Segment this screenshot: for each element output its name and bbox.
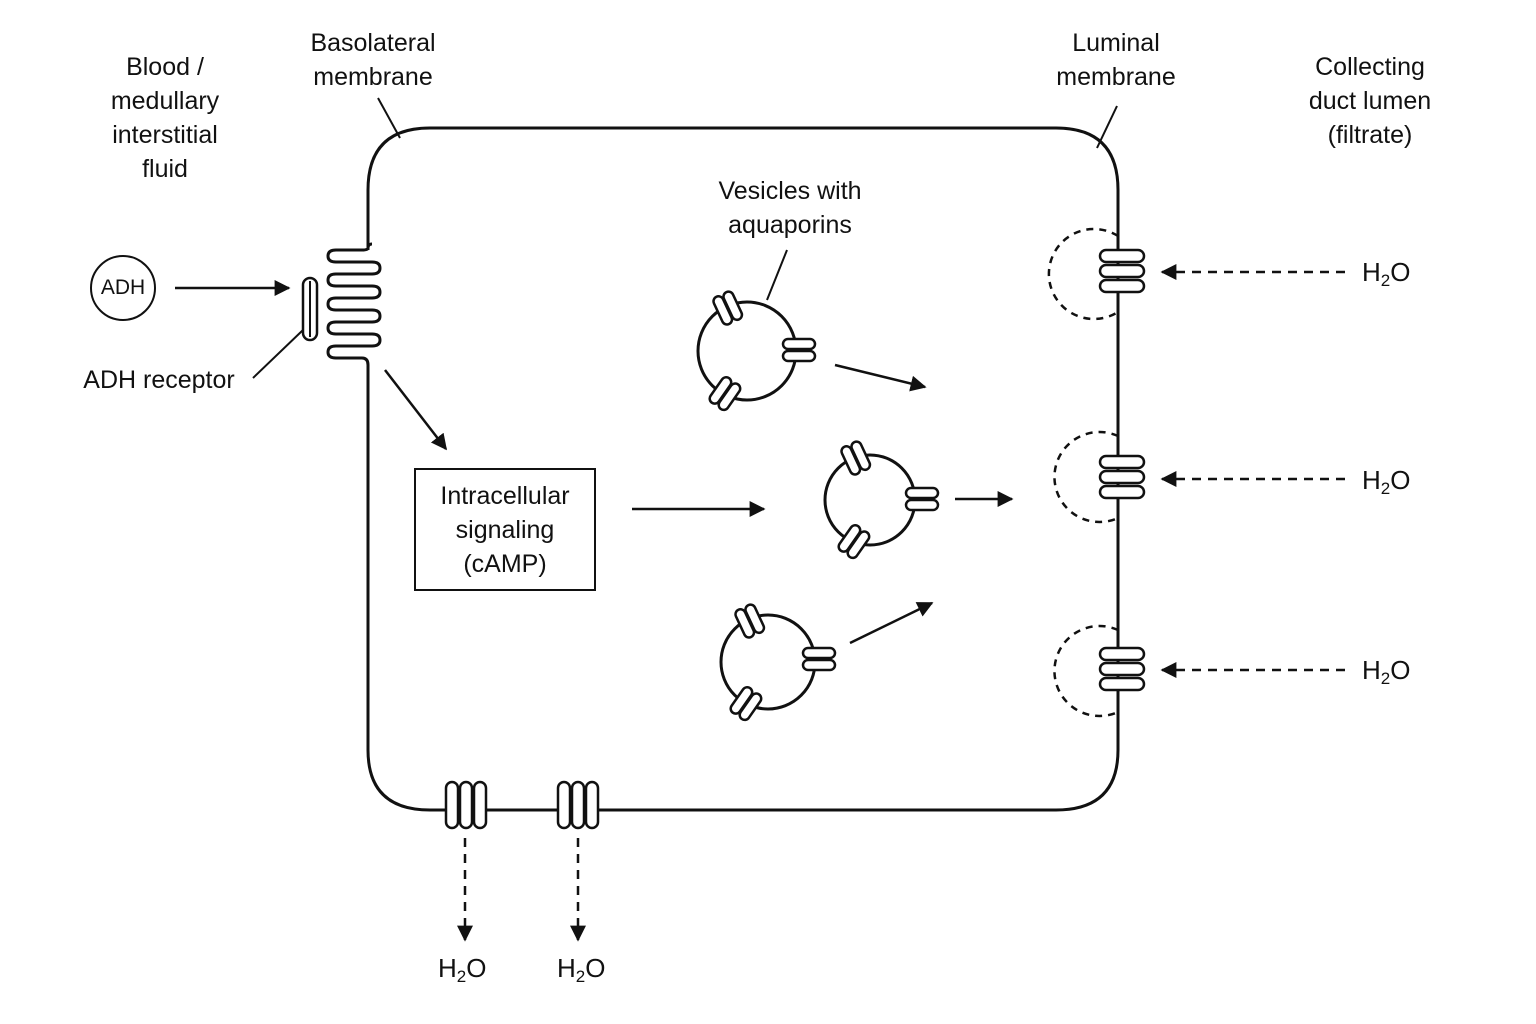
water-o: O [466,953,487,983]
luminal-label-line2: membrane [1056,63,1176,91]
water-o: O [1390,655,1411,685]
vesicle1-move-arrow [834,363,927,392]
vesicles-label-line2: aquaporins [728,211,852,239]
lumen-label-line1: Collecting [1315,53,1425,81]
water-sub: 2 [456,967,467,986]
water-sub: 2 [1380,479,1391,498]
luminal-aquaporin-1 [1047,227,1146,321]
luminal-aquaporin-2 [1053,430,1146,524]
water-o: O [585,953,606,983]
water-label-blood-2: H2O [557,953,605,987]
blood-label-line3: interstitial [112,121,218,149]
blood-label-line2: medullary [110,87,220,115]
lumen-label-line3: (filtrate) [1327,121,1413,149]
lumen-label: Collecting duct lumen (filtrate) [1290,50,1450,152]
blood-label-line4: fluid [142,155,188,183]
vesicles-label: Vesicles with aquaporins [700,174,880,242]
signaling-line3: (cAMP) [463,549,547,578]
water-h: H [1362,465,1381,495]
vesicle-3 [719,603,837,722]
vesicle3-move-arrow [849,601,934,645]
blood-label-line1: Blood / [126,53,204,81]
water-h: H [438,953,457,983]
water-o: O [1390,257,1411,287]
basolateral-label-line1: Basolateral [310,29,436,57]
water-sub: 2 [575,967,586,986]
basolateral-leader [377,97,401,139]
adh-hormone-label: ADH [100,276,146,299]
signaling-line1: Intracellular [440,481,570,510]
basolateral-label-line2: membrane [313,63,433,91]
basolateral-folds-path [326,247,382,366]
luminal-label-line1: Luminal [1072,29,1160,57]
water-sub: 2 [1380,271,1391,290]
signaling-box: Intracellular signaling (cAMP) [414,468,596,591]
basolateral-aquaporin-1 [444,780,488,830]
basolateral-label: Basolateral membrane [293,26,453,94]
adh-hormone: ADH [90,255,156,321]
vesicle-2 [823,440,940,560]
water-h: H [1362,257,1381,287]
water-label-lumen-1: H2O [1362,257,1410,291]
receptor-to-signaling-arrow [384,369,447,451]
blood-label: Blood / medullary interstitial fluid [95,50,235,186]
luminal-label: Luminal membrane [1046,26,1186,94]
luminal-leader [1096,105,1118,149]
water-h: H [1362,655,1381,685]
water-label-lumen-2: H2O [1362,465,1410,499]
vesicles-label-line1: Vesicles with [718,177,862,205]
luminal-aquaporin-3 [1053,624,1146,718]
water-h: H [557,953,576,983]
water-label-blood-1: H2O [438,953,486,987]
water-label-lumen-3: H2O [1362,655,1410,689]
lumen-label-line2: duct lumen [1308,87,1432,115]
signaling-line2: signaling [455,515,555,544]
vesicle-1 [696,290,817,412]
vesicles-leader [766,249,788,301]
basolateral-aquaporin-2 [556,780,600,830]
adh-receptor-label: ADH receptor [83,366,235,394]
adh-receptor-leader [252,329,304,379]
water-sub: 2 [1380,669,1391,688]
water-o: O [1390,465,1411,495]
